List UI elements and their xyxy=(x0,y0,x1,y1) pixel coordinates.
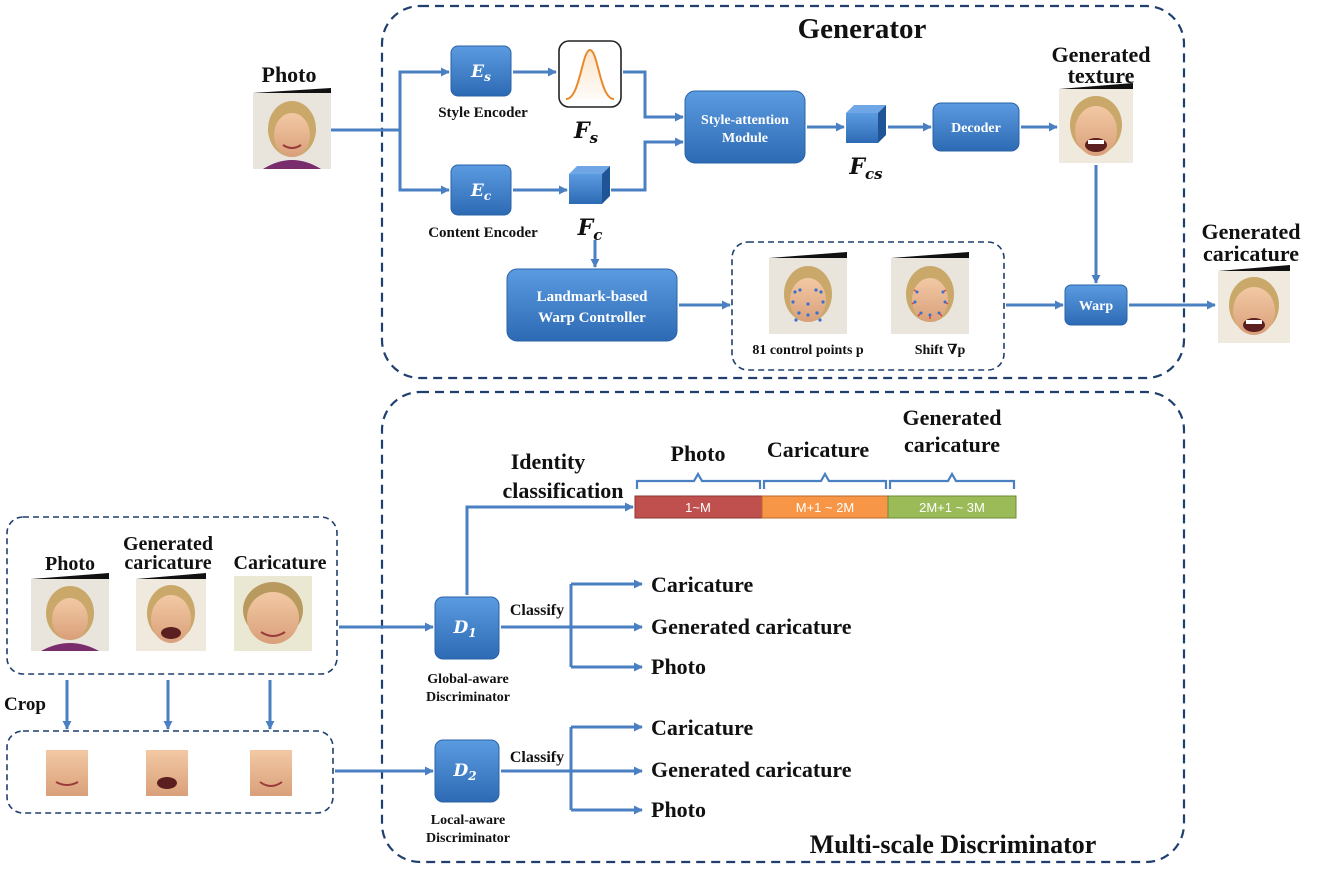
global-output-caricature: Caricature xyxy=(651,572,753,597)
warp-label: Warp xyxy=(1079,299,1113,314)
disc-input-photo-image xyxy=(31,573,109,651)
input-generated-title-line1: Generated xyxy=(123,533,213,555)
svg-text:Ec: Ec xyxy=(470,181,492,203)
decoder-block: Decoder xyxy=(932,102,1020,152)
generated-texture-image xyxy=(1059,83,1133,163)
content-encoder-label: Content Encoder xyxy=(428,225,538,241)
content-feature-cube-icon xyxy=(569,166,610,204)
fcs-sub: cs xyxy=(865,165,883,183)
warp-controller-block: Landmark-based Warp Controller xyxy=(506,268,678,342)
discriminator-title: Multi-scale Discriminator xyxy=(810,830,1097,859)
crop-photo-image xyxy=(46,750,88,796)
warp-controller-line1: Landmark-based xyxy=(537,289,649,305)
svg-text:D2: D2 xyxy=(452,761,476,783)
decoder-label: Decoder xyxy=(951,121,1001,136)
svg-text:D1: D1 xyxy=(452,618,476,640)
control-points-image xyxy=(769,252,847,334)
crops-container xyxy=(6,730,334,814)
identity-bar: 1~M M+1 ~ 2M 2M+1 ~ 3M xyxy=(634,495,1017,519)
d1-sub: 1 xyxy=(468,626,476,640)
crop-generated-image xyxy=(146,750,188,796)
d2-classify-label: Classify xyxy=(510,749,564,766)
svg-text:Es: Es xyxy=(470,62,491,84)
style-encoder-sub: s xyxy=(484,70,491,84)
content-encoder-symbol: E xyxy=(470,181,485,201)
fused-feature-cube-icon xyxy=(846,105,886,143)
input-generated-title-line2: caricature xyxy=(124,552,211,574)
bar-range-generated: 2M+1 ~ 3M xyxy=(919,500,985,515)
d1-label-line2: Discriminator xyxy=(426,690,510,705)
identity-label-line1: Identity xyxy=(511,449,586,474)
identity-label-line2: classification xyxy=(503,478,624,503)
global-output-photo: Photo xyxy=(651,654,706,679)
content-encoder-sub: c xyxy=(484,189,492,203)
local-output-photo: Photo xyxy=(651,797,706,822)
d2-symbol: D xyxy=(452,761,468,781)
discriminator-arrows xyxy=(62,502,643,815)
bar-braces xyxy=(635,471,1016,489)
d1-label-line1: Global-aware xyxy=(427,672,508,687)
svg-text:Fs: Fs xyxy=(573,118,599,147)
global-output-generated: Generated caricature xyxy=(651,614,852,639)
crop-label: Crop xyxy=(4,694,46,715)
generator-title: Generator xyxy=(798,13,927,45)
local-output-generated: Generated caricature xyxy=(651,757,852,782)
svg-text:Fcs: Fcs xyxy=(848,154,883,183)
d2-label-line2: Discriminator xyxy=(426,831,510,846)
local-discriminator-block: D2 xyxy=(434,739,500,803)
global-discriminator-block: D1 xyxy=(434,596,500,660)
output-label-line2: caricature xyxy=(1203,241,1299,266)
input-photo-title: Photo xyxy=(45,553,95,575)
bar-range-caricature: M+1 ~ 2M xyxy=(796,500,855,515)
style-encoder-label: Style Encoder xyxy=(438,105,528,121)
bar-header-generated-line1: Generated xyxy=(903,405,1002,430)
bar-range-photo: 1~M xyxy=(685,500,711,515)
crop-caricature-image xyxy=(250,750,292,796)
bar-header-photo: Photo xyxy=(671,441,726,466)
output-label-line1: Generated xyxy=(1202,219,1301,244)
content-encoder-block: Ec xyxy=(450,164,512,216)
local-output-caricature: Caricature xyxy=(651,715,753,740)
bar-segment-generated xyxy=(887,495,1017,519)
fc-symbol: F xyxy=(577,215,595,241)
bar-header-generated-line2: caricature xyxy=(904,432,1000,457)
fcs-symbol: F xyxy=(848,154,866,180)
generator-arrows xyxy=(331,67,1216,310)
d1-symbol: D xyxy=(452,618,468,638)
d2-label-line1: Local-aware xyxy=(431,813,505,828)
control-points-container xyxy=(731,241,1005,371)
inputs-container xyxy=(6,516,338,675)
style-attention-module: Style-attention Module xyxy=(684,90,806,164)
output-caricature-image xyxy=(1218,265,1290,343)
shift-image xyxy=(891,252,969,334)
bar-header-caricature: Caricature xyxy=(767,437,869,462)
generated-texture-line1: Generated xyxy=(1052,42,1151,67)
style-attention-line1: Style-attention xyxy=(701,113,789,128)
control-points-label: 81 control points p xyxy=(752,343,864,358)
style-encoder-block: Es xyxy=(450,45,512,97)
generator-container xyxy=(380,4,1186,380)
disc-input-generated-image xyxy=(136,573,206,651)
fs-symbol: F xyxy=(573,118,591,144)
style-feature-gaussian-icon xyxy=(558,40,622,108)
svg-text:Fc: Fc xyxy=(577,215,603,244)
style-encoder-symbol: E xyxy=(470,62,485,82)
shift-label: Shift ∇p xyxy=(915,343,966,358)
style-attention-line2: Module xyxy=(722,131,768,146)
warp-controller-line2: Warp Controller xyxy=(538,310,646,326)
input-photo-image xyxy=(253,88,331,169)
d1-classify-label: Classify xyxy=(510,602,564,619)
d2-sub: 2 xyxy=(467,769,476,783)
fs-sub: s xyxy=(590,129,599,147)
fc-sub: c xyxy=(593,226,602,244)
disc-input-caricature-image xyxy=(234,576,312,651)
input-caricature-title: Caricature xyxy=(234,552,327,574)
warp-block: Warp xyxy=(1064,284,1128,326)
input-photo-label: Photo xyxy=(262,62,317,87)
